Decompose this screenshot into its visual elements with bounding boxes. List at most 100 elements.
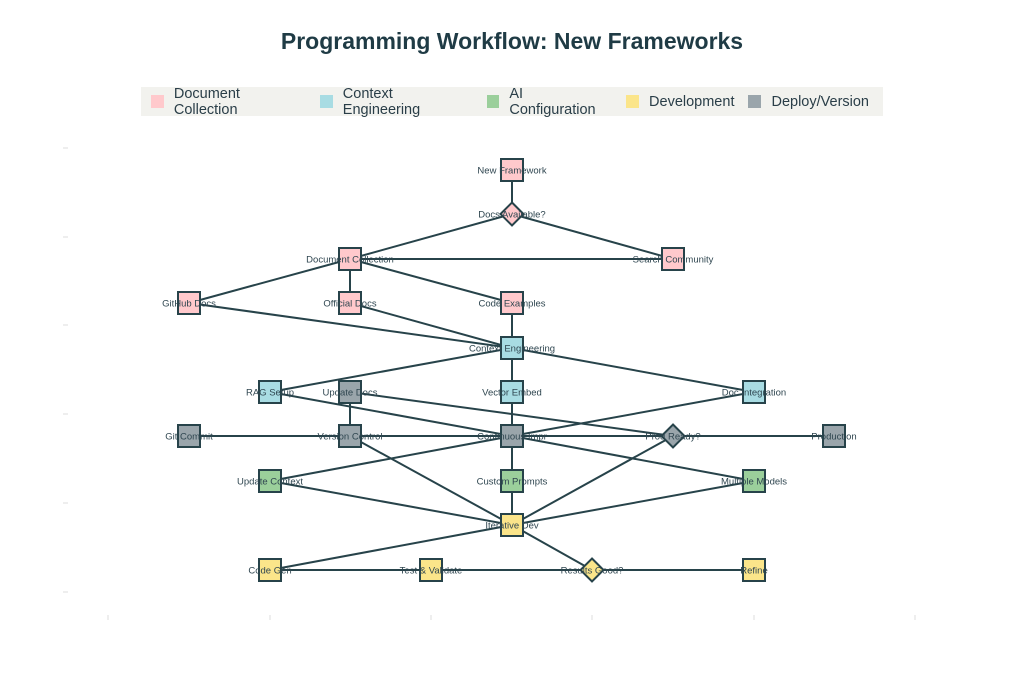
node-new-framework[interactable]: New Framework [477,158,547,182]
legend-item-development[interactable]: Development [626,94,734,110]
edge-context_engineering-to-rag_setup [269,347,513,393]
node-update-context[interactable]: Update Context [237,469,303,493]
node-code-examples[interactable]: Code Examples [478,291,546,315]
legend-label: AI Configuration [509,85,596,118]
square-node-shape [258,469,282,493]
node-label: Context Engineering [469,344,555,355]
square-node-shape [742,558,766,582]
node-refine[interactable]: Refine [740,558,768,582]
edge-continuous_impr-to-update_context [269,435,513,482]
edge-version_control-to-iterative_dev [349,435,513,526]
node-label: Code Gen [248,566,291,577]
node-label: Prod Ready? [645,432,700,443]
node-label: Update Context [237,477,303,488]
square-node-shape [338,291,362,315]
node-github-docs[interactable]: GitHub Docs [162,291,216,315]
node-document-collection[interactable]: Document Collection [306,247,394,271]
node-vector-embed[interactable]: Vector Embed [482,380,542,404]
edge-iterative_dev-to-results_good [511,524,593,571]
node-search-community[interactable]: Search Community [633,247,714,271]
node-label: Custom Prompts [477,477,548,488]
square-node-shape [822,424,846,448]
edge-prod_ready-to-iterative_dev [511,435,674,526]
edges [188,170,834,571]
legend-swatch-ai-configuration [486,95,500,108]
node-custom-prompts[interactable]: Custom Prompts [477,469,548,493]
edge-context_engineering-to-doc_integration [511,347,755,393]
node-code-gen[interactable]: Code Gen [248,558,292,582]
legend-label: Document Collection [173,85,240,118]
legend-item-ai-configuration[interactable]: AI Configuration [486,85,612,118]
node-label: Results Good? [561,566,624,577]
square-node-shape [742,380,766,404]
node-test-validate[interactable]: Test & Validate [400,558,463,582]
node-iterative-dev[interactable]: Iterative Dev [485,513,539,537]
edge-document_collection-to-github_docs [188,258,351,304]
node-continuous-impr[interactable]: Continuous Impr [477,424,547,448]
node-label: Multiple Models [721,477,787,488]
square-node-shape [177,291,201,315]
node-official-docs[interactable]: Official Docs [323,291,377,315]
node-label: Update Docs [323,388,378,399]
legend-label: Development [649,93,735,110]
edge-docs_available-to-document_collection [349,213,513,260]
square-node-shape [742,469,766,493]
diamond-decision-shape [579,557,605,583]
square-node-shape [338,424,362,448]
legend-swatch-deploy-version [748,95,762,108]
node-context-engineering[interactable]: Context Engineering [469,336,555,360]
axis-ticks [63,147,916,620]
legend-item-document-collection[interactable]: Document Collection [151,86,306,118]
legend-swatch-context-engineering [319,95,333,108]
diagram-title: Programming Workflow: New Frameworks [280,28,744,54]
diamond-decision-shape [499,201,525,227]
node-label: Vector Embed [482,388,542,399]
edge-multiple_models-to-iterative_dev [511,480,755,526]
square-node-shape [661,247,685,271]
edge-github_docs-to-context_engineering [188,302,513,349]
legend-swatch-development [626,95,640,108]
node-label: RAG Setup [246,388,294,399]
node-label: Docs Available? [478,210,545,221]
diamond-decision-shape [660,423,686,449]
node-version-control[interactable]: Version Control [318,424,383,448]
node-production[interactable]: Production [811,424,857,448]
square-node-shape [500,380,524,404]
node-git-commit[interactable]: Git Commit [165,424,213,448]
node-results-good[interactable]: Results Good? [561,557,624,583]
node-label: Official Docs [323,299,376,310]
edge-rag_setup-to-continuous_impr [269,391,513,437]
legend-label: Deploy/Version [771,93,869,110]
edge-official_docs-to-context_engineering [349,302,513,349]
node-docs-available[interactable]: Docs Available? [478,201,546,227]
edge-docs_available-to-search_community [511,213,674,260]
node-multiple-models[interactable]: Multiple Models [721,469,787,493]
node-label: Document Collection [306,255,394,266]
legend-item-deploy-version[interactable]: Deploy/Version [748,94,869,110]
node-doc-integration[interactable]: Doc Integration [722,380,786,404]
square-node-shape [500,291,524,315]
node-label: Continuous Impr [477,432,547,443]
node-rag-setup[interactable]: RAG Setup [246,380,294,404]
square-node-shape [177,424,201,448]
square-node-shape [500,424,524,448]
node-label: GitHub Docs [162,299,216,310]
node-prod-ready[interactable]: Prod Ready? [645,423,701,449]
node-label: Production [811,432,856,443]
edge-doc_integration-to-continuous_impr [511,391,755,437]
square-node-shape [500,336,524,360]
legend-item-context-engineering[interactable]: Context Engineering [319,85,473,118]
node-label: Git Commit [165,432,213,443]
node-label: Iterative Dev [485,521,539,532]
node-label: Search Community [633,255,714,266]
square-node-shape [500,158,524,182]
node-label: Code Examples [478,299,545,310]
edge-iterative_dev-to-code_gen [269,524,513,571]
square-node-shape [338,380,362,404]
node-label: New Framework [477,166,546,177]
legend-label: Context Engineering [342,85,421,118]
square-node-shape [338,247,362,271]
node-update-docs[interactable]: Update Docs [323,380,378,404]
